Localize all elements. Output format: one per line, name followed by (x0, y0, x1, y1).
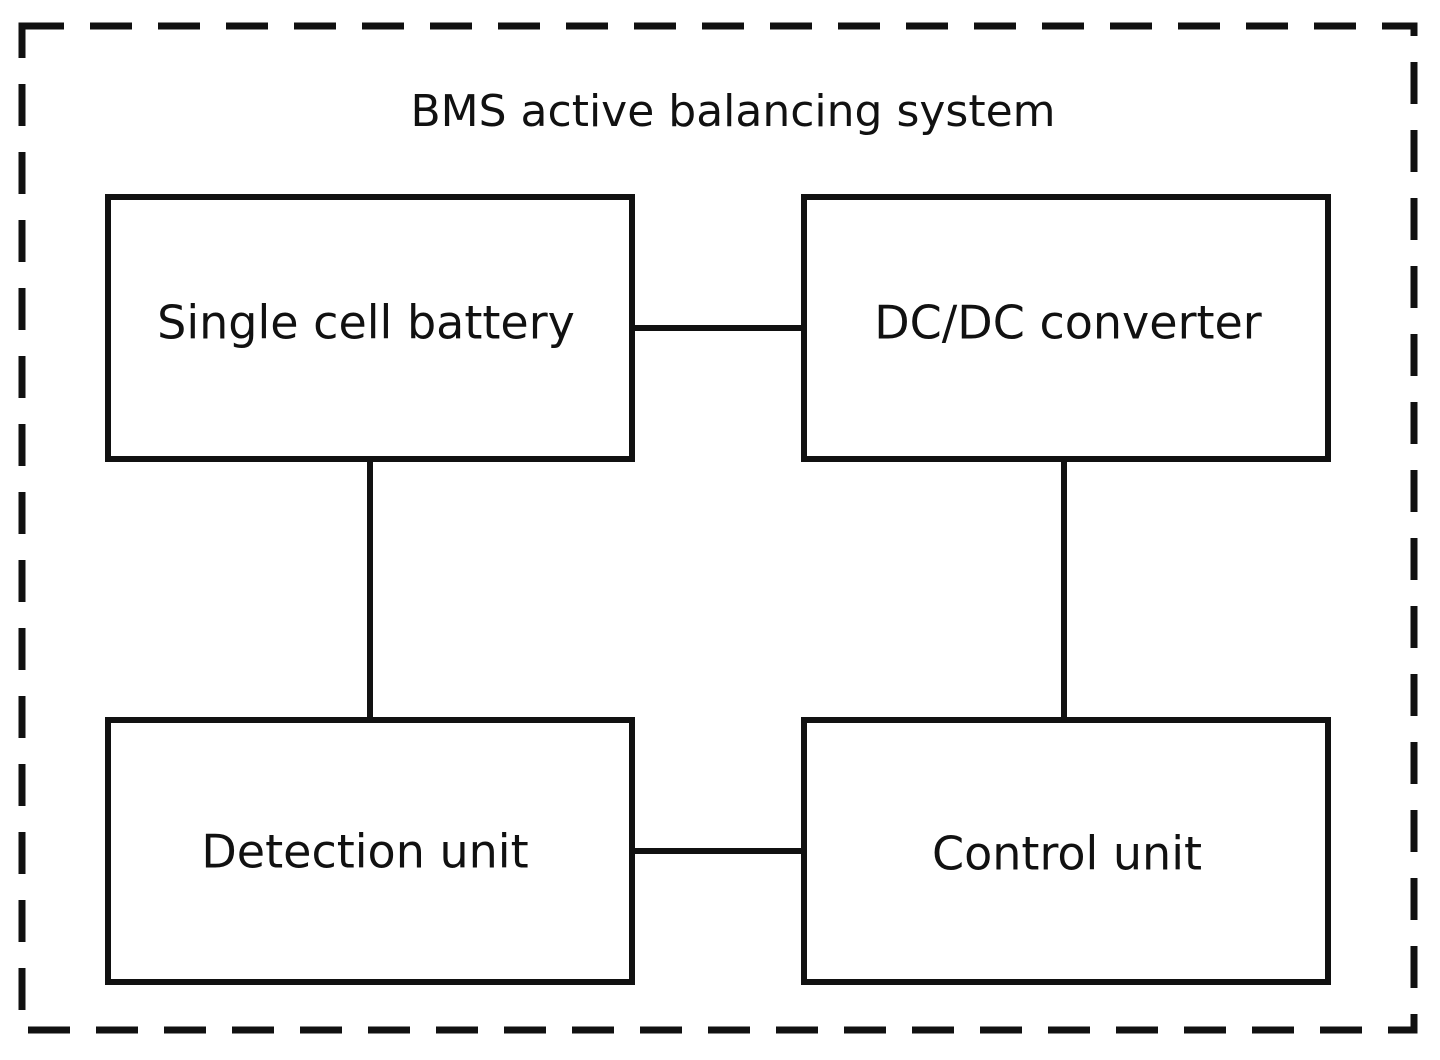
node-label: DC/DC converter (874, 296, 1262, 350)
node-control-unit: Control unit (801, 717, 1331, 985)
node-detection-unit: Detection unit (105, 717, 635, 985)
diagram-title: BMS active balancing system (410, 86, 1055, 137)
node-box (801, 717, 1331, 985)
node-label: Control unit (932, 827, 1202, 881)
node-label: Single cell battery (157, 296, 575, 350)
node-dcdc-converter: DC/DC converter (801, 194, 1331, 462)
system-boundary (18, 22, 1418, 1034)
node-box (801, 194, 1331, 462)
node-box (105, 194, 635, 462)
node-box (105, 717, 635, 985)
node-single-cell-battery: Single cell battery (105, 194, 635, 462)
node-label: Detection unit (201, 825, 528, 879)
